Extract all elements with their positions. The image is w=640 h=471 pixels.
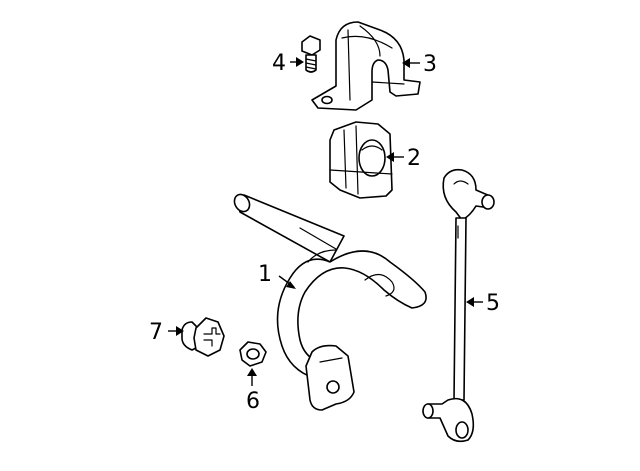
arrowhead-5 [466,297,474,307]
callout-5: 5 [486,291,500,316]
arrowhead-1 [286,281,296,289]
callout-2: 2 [407,146,421,171]
callout-4: 4 [272,51,286,76]
arrowhead-2 [386,152,394,162]
callout-leaders [168,57,483,386]
callout-3: 3 [423,52,437,77]
callout-6: 6 [246,389,260,414]
stabilizer-bar[interactable] [231,192,427,411]
bushing[interactable] [329,121,393,199]
arrowhead-3 [402,58,410,68]
bolt[interactable] [301,35,321,73]
flange-bolt[interactable] [181,317,225,357]
callout-labels: 1 2 3 4 5 6 7 [149,51,500,414]
arrowhead-4 [296,57,304,67]
bracket[interactable] [311,21,421,111]
stabilizer-link[interactable] [422,168,495,443]
callout-7: 7 [149,320,163,345]
callout-1: 1 [258,262,272,287]
arrowhead-6 [247,368,257,376]
arrowhead-7 [176,326,184,336]
nut[interactable] [239,341,267,367]
